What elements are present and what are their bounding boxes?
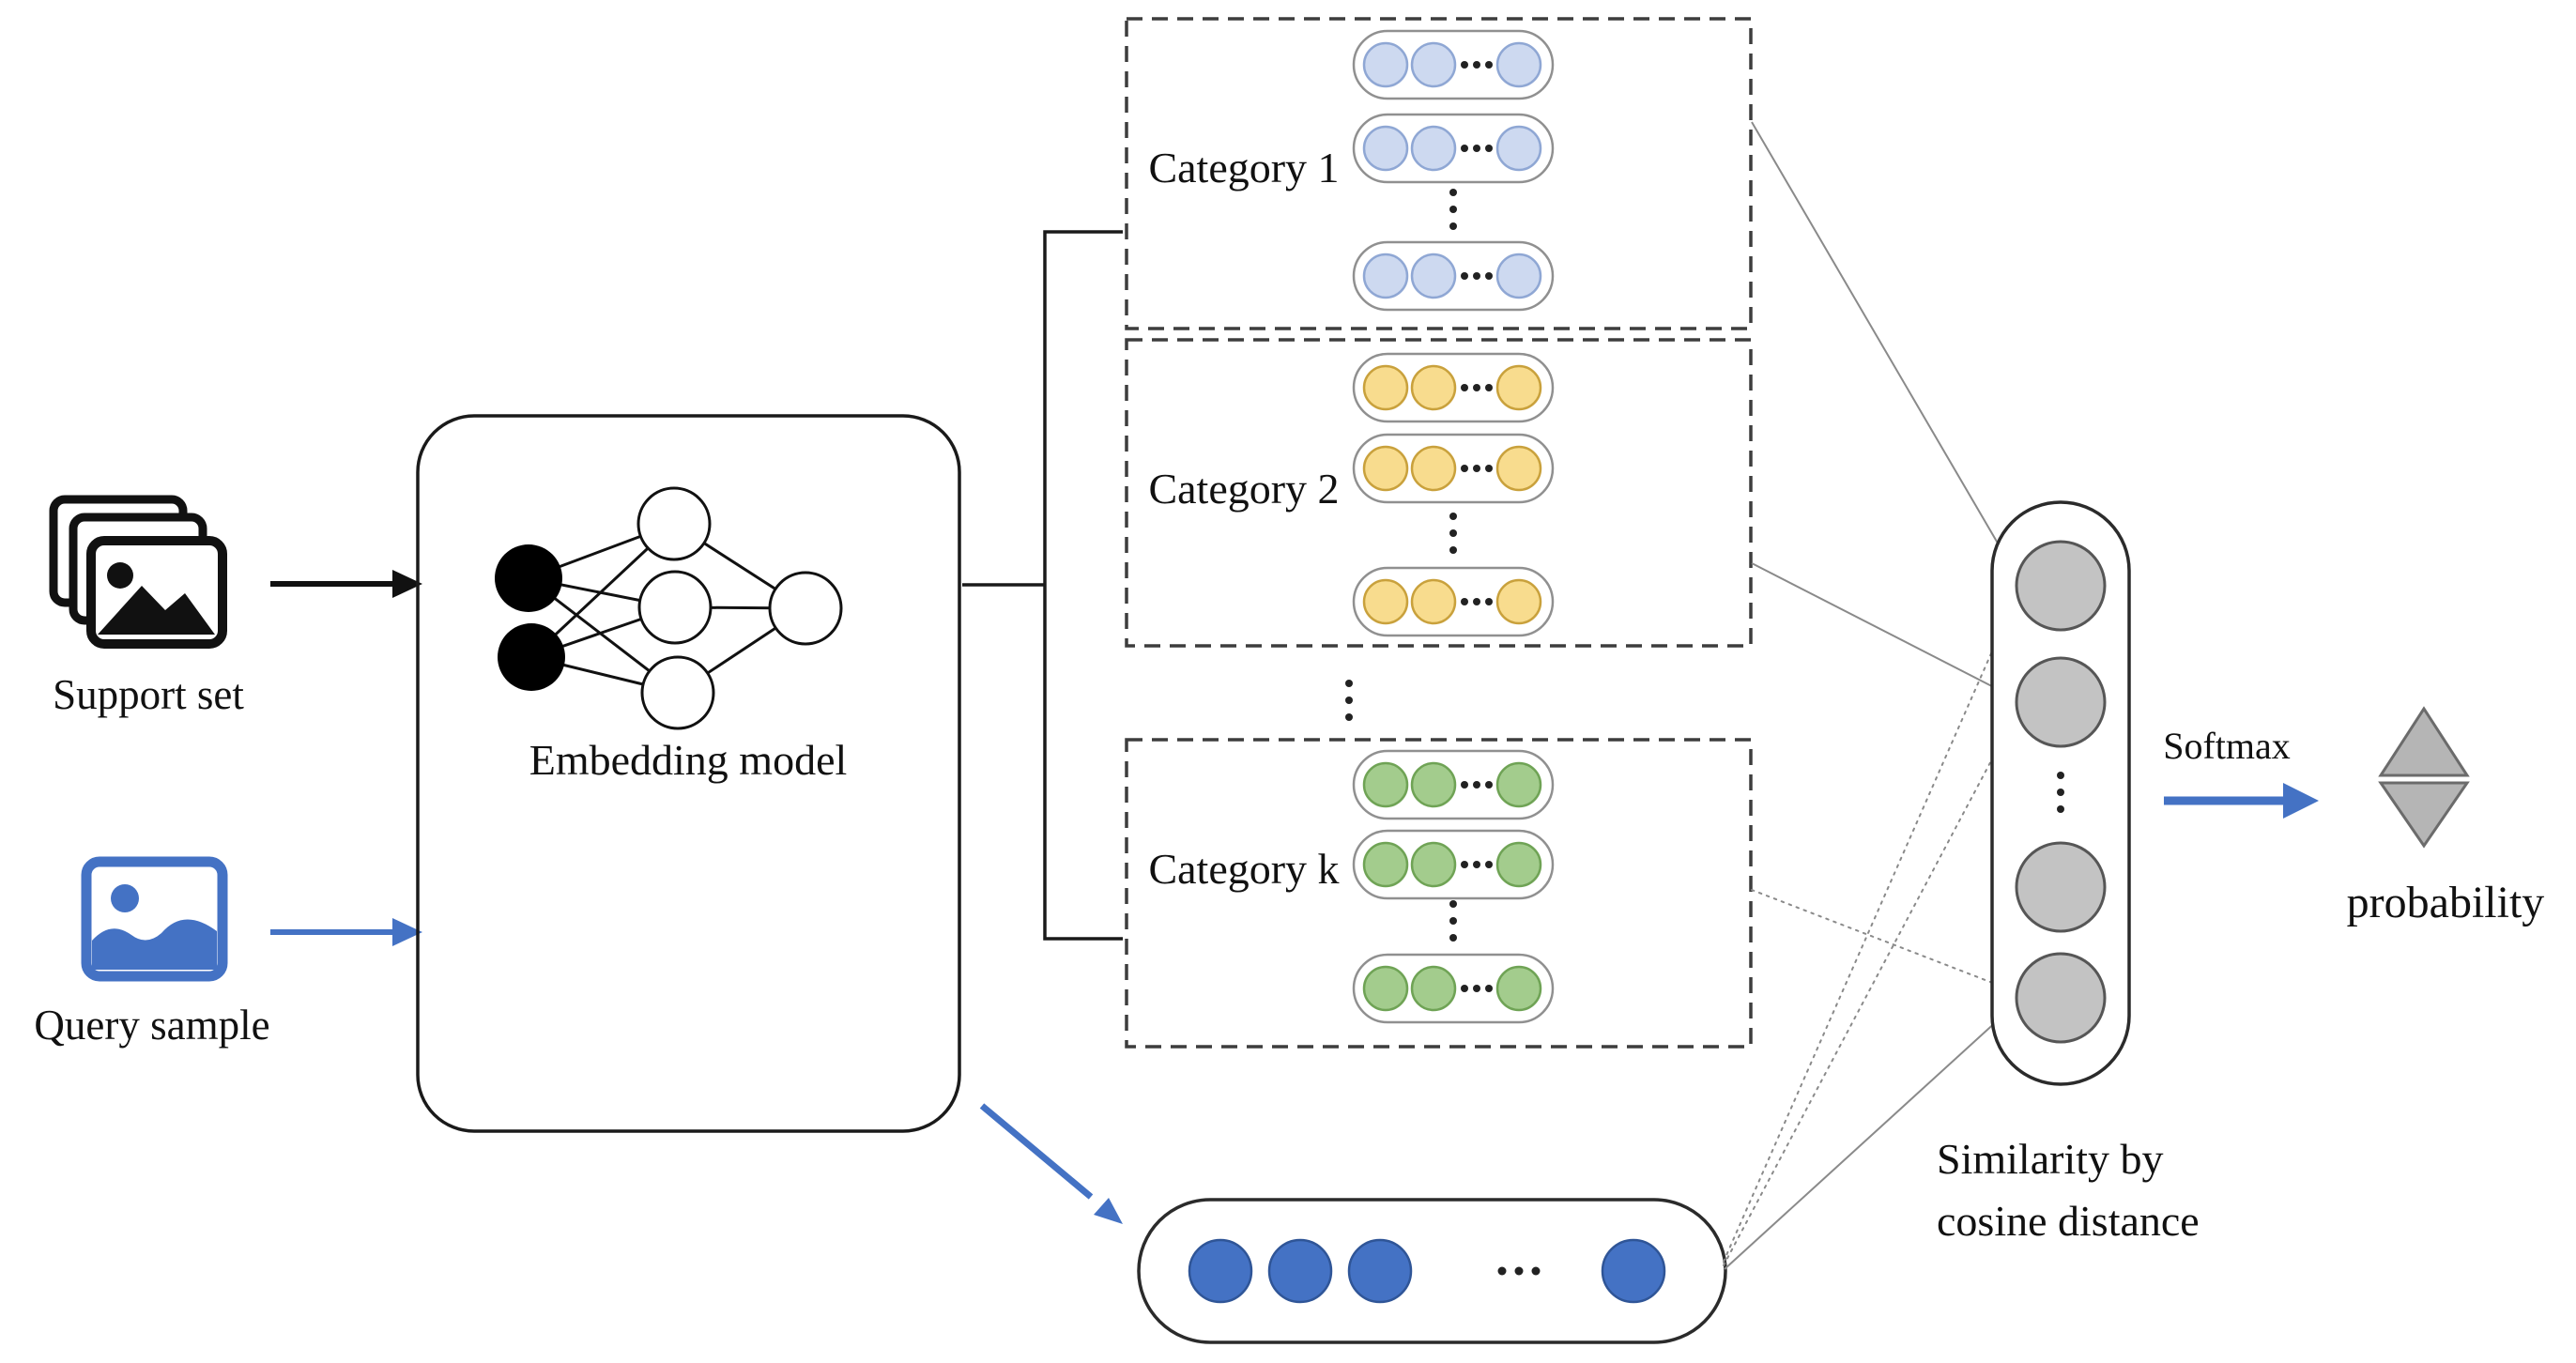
- output-node: [768, 571, 843, 646]
- category-2-box: Category 2: [1125, 338, 1753, 648]
- probability-diamond-icon: [2378, 706, 2470, 849]
- embedding-pill: [1352, 433, 1555, 504]
- photo-mountains: [98, 586, 215, 635]
- support-set-icon: [49, 495, 227, 649]
- similarity-connector-lines: [1723, 121, 2020, 1270]
- category-1-box: Category 1: [1125, 17, 1753, 330]
- embedding-pill: [1352, 829, 1555, 900]
- embedding-pill: [1352, 953, 1555, 1024]
- query-embedding-pill: [1137, 1198, 1727, 1344]
- similarity-label-line1: Similarity by: [1937, 1135, 2164, 1183]
- category-1-label: Category 1: [1148, 144, 1339, 191]
- embedding-pill: [1352, 749, 1555, 820]
- support-arrow: [270, 570, 422, 598]
- category-2-embeddings: [1352, 352, 1555, 637]
- neural-network-icon: [495, 486, 843, 730]
- category-k-outline: [1125, 738, 1753, 1049]
- query-sample-icon: [81, 856, 228, 982]
- more-samples-ellipsis: [1449, 899, 1458, 942]
- input-node: [495, 544, 562, 612]
- fork-bracket: [962, 230, 1123, 941]
- category-1-outline: [1125, 17, 1753, 330]
- more-scores-ellipsis: [2057, 772, 2064, 813]
- query-arrow: [270, 918, 422, 946]
- embedding-pill: [1352, 29, 1555, 100]
- query-sample-label: Query sample: [34, 1002, 269, 1049]
- embedding-pill: [1352, 352, 1555, 423]
- category-k-embeddings: [1352, 749, 1555, 1024]
- query-embedding-arrow: [979, 1103, 1123, 1224]
- hidden-node: [636, 486, 712, 561]
- hidden-node: [640, 655, 715, 730]
- embedding-pill: [1352, 240, 1555, 312]
- query-pill-outline: [1137, 1198, 1727, 1344]
- hidden-node: [637, 570, 713, 645]
- photo-sun: [107, 562, 133, 589]
- embedding-pill: [1352, 113, 1555, 184]
- support-set-label: Support set: [53, 671, 244, 718]
- category-k-label: Category k: [1148, 845, 1339, 893]
- similarity-nodes: [2015, 540, 2107, 1044]
- softmax-label: Softmax: [2163, 725, 2291, 767]
- embedding-model-box: Embedding model: [416, 414, 961, 1133]
- embedding-box-outline: [416, 414, 961, 1133]
- similarity-label-line2: cosine distance: [1937, 1197, 2200, 1245]
- probability-label: probability: [2347, 878, 2545, 927]
- embedding-pill: [1352, 566, 1555, 637]
- more-categories-ellipsis: [1345, 680, 1353, 721]
- query-photo-sun: [111, 884, 139, 912]
- category-2-outline: [1125, 338, 1753, 648]
- more-samples-ellipsis: [1449, 512, 1458, 555]
- similarity-pill: [1990, 500, 2131, 1086]
- embedding-model-label: Embedding model: [529, 736, 848, 784]
- category-2-label: Category 2: [1148, 465, 1339, 513]
- input-node: [498, 623, 565, 691]
- category-1-embeddings: [1352, 29, 1555, 312]
- query-embedding-nodes: [1188, 1238, 1666, 1304]
- softmax-arrow: [2164, 783, 2319, 819]
- category-k-box: Category k: [1125, 738, 1753, 1049]
- more-samples-ellipsis: [1449, 188, 1458, 231]
- query-photo-hills: [92, 919, 217, 970]
